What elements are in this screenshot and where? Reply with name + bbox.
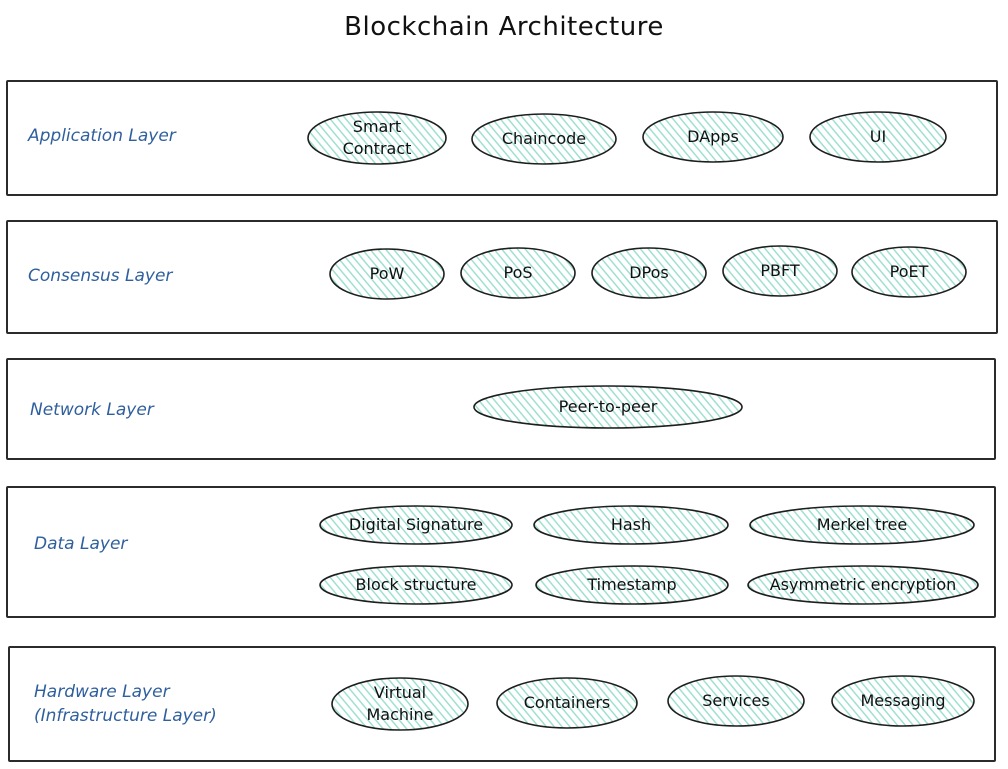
node-containers: Containers: [495, 676, 639, 730]
node-timestamp: Timestamp: [534, 564, 730, 606]
node-smart-contract: Smart Contract: [306, 110, 448, 166]
node-pow: PoW: [328, 247, 446, 301]
node-hash: Hash: [532, 504, 730, 546]
diagram-title: Blockchain Architecture: [344, 12, 664, 42]
node-pbft: PBFT: [721, 244, 839, 298]
node-peer-to-peer: Peer-to-peer: [472, 384, 744, 430]
node-asymmetric-encryption: Asymmetric encryption: [746, 564, 980, 606]
network-layer-label: Network Layer: [30, 400, 154, 420]
hardware-layer-label: Hardware Layer (Infrastructure Layer): [34, 682, 217, 726]
data-layer-label: Data Layer: [34, 534, 128, 554]
node-virtual-machine: Virtual Machine: [330, 676, 470, 732]
node-chaincode: Chaincode: [470, 112, 618, 166]
node-block-structure: Block structure: [318, 564, 514, 606]
node-poet: PoET: [850, 245, 968, 299]
node-ui: UI: [808, 110, 948, 164]
node-merkel-tree: Merkel tree: [748, 504, 976, 546]
node-dpos: DPos: [590, 246, 708, 300]
node-dapps: DApps: [641, 110, 785, 164]
node-pos: PoS: [459, 246, 577, 300]
node-messaging: Messaging: [830, 674, 976, 728]
node-digital-signature: Digital Signature: [318, 504, 514, 546]
node-services: Services: [666, 674, 806, 728]
application-layer-label: Application Layer: [28, 126, 176, 146]
consensus-layer-label: Consensus Layer: [28, 266, 173, 286]
